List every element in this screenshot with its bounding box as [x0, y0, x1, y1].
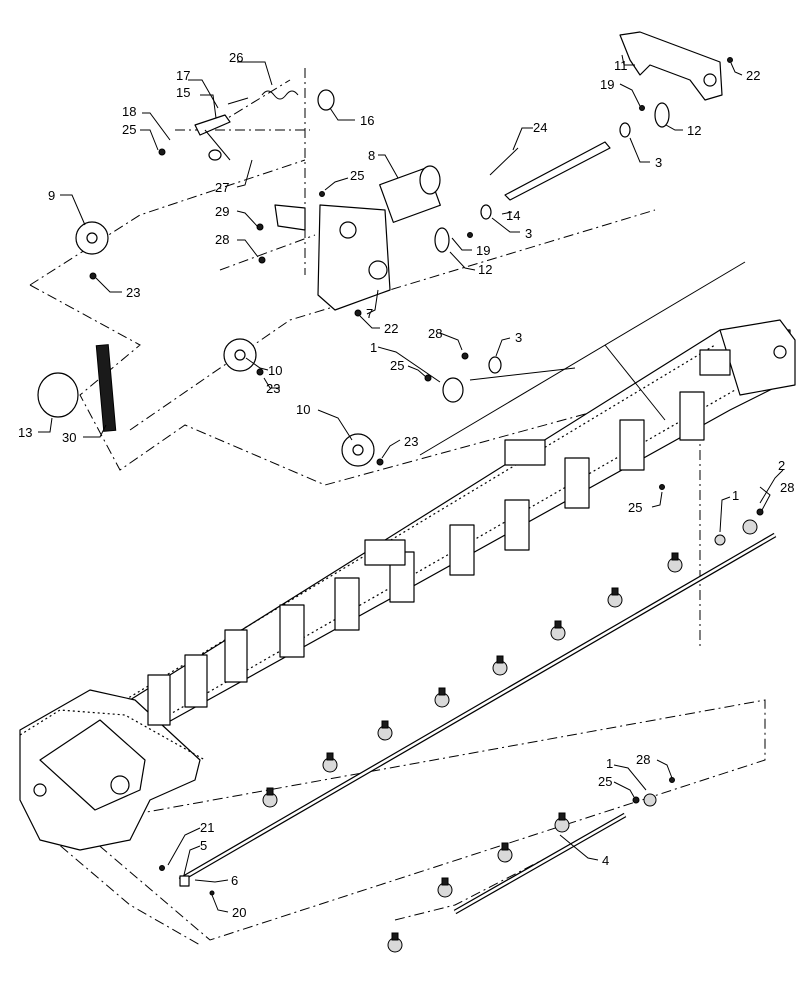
callout-11: 11	[614, 58, 628, 73]
callout-28a: 28	[215, 232, 229, 247]
callout-25e: 25	[598, 774, 612, 789]
callout-22b: 22	[384, 321, 398, 336]
callout-25d: 25	[628, 500, 642, 515]
callout-30: 30	[62, 430, 76, 445]
callout-25c: 25	[390, 358, 404, 373]
callout-23c: 23	[404, 434, 418, 449]
callout-3b: 3	[525, 226, 532, 241]
callout-25a: 25	[122, 122, 136, 137]
callout-16: 16	[360, 113, 374, 128]
callout-21: 21	[200, 820, 214, 835]
callout-29: 29	[215, 204, 229, 219]
callout-12b: 12	[478, 262, 492, 277]
callout-19b: 19	[476, 243, 490, 258]
callout-23b: 23	[266, 381, 280, 396]
callout-25b: 25	[350, 168, 364, 183]
callout-9: 9	[48, 188, 55, 203]
callout-leaders	[38, 54, 784, 913]
callout-14: 14	[506, 208, 520, 223]
callout-24: 24	[533, 120, 547, 135]
callout-3a: 3	[655, 155, 662, 170]
callout-labels: 26 17 15 18 25 16 27 25 8 9 29 28 23 11 …	[18, 50, 794, 920]
assembly-boundaries	[29, 68, 766, 946]
beam-brackets	[147, 349, 731, 726]
callout-27: 27	[215, 180, 229, 195]
callout-10b: 10	[296, 402, 310, 417]
callout-8: 8	[368, 148, 375, 163]
callout-6: 6	[231, 873, 238, 888]
callout-10a: 10	[268, 363, 282, 378]
callout-20: 20	[232, 905, 246, 920]
callout-19a: 19	[600, 77, 614, 92]
callout-18: 18	[122, 104, 136, 119]
callout-3c: 3	[515, 330, 522, 345]
callout-26: 26	[229, 50, 243, 65]
callout-15: 15	[176, 85, 190, 100]
callout-2: 2	[778, 458, 785, 473]
callout-7: 7	[366, 306, 373, 321]
callout-28d: 28	[636, 752, 650, 767]
callout-28b: 28	[428, 326, 442, 341]
callout-23a: 23	[126, 285, 140, 300]
callout-13: 13	[18, 425, 32, 440]
callout-1a: 1	[370, 340, 377, 355]
callout-1c: 1	[606, 756, 613, 771]
callout-28c: 28	[780, 480, 794, 495]
callout-1b: 1	[732, 488, 739, 503]
callout-17: 17	[176, 68, 190, 83]
toolbar-beam	[19, 261, 796, 851]
callout-4: 4	[602, 853, 609, 868]
upper-drive-parts	[37, 31, 733, 490]
callout-5: 5	[200, 838, 207, 853]
callout-12a: 12	[687, 123, 701, 138]
callout-22a: 22	[746, 68, 760, 83]
lower-shaft-assembly	[159, 508, 777, 953]
row-unit-sprockets	[262, 552, 683, 953]
